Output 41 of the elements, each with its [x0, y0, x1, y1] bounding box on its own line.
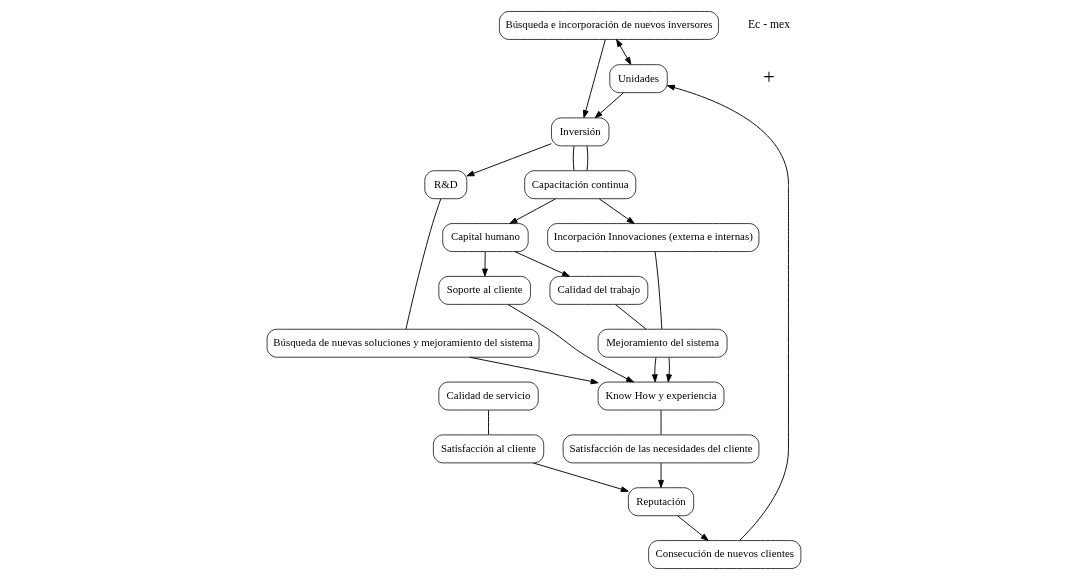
node-box: Know How y experiencia [597, 381, 724, 411]
node-box: Satisfacción al cliente [432, 434, 544, 464]
arrow [582, 39, 606, 119]
node-box: Mejoramiento del sistema [597, 328, 727, 358]
arrow [465, 143, 552, 177]
node-box: Calidad de servicio [437, 381, 539, 411]
node-box: Búsqueda e incorporación de nuevos inversores [498, 11, 719, 40]
label: + [762, 65, 775, 88]
node-box: Incorpación Innovaciones (externa e internas) [546, 223, 759, 252]
arrow [666, 84, 789, 542]
arrow [532, 462, 629, 493]
node-box: R&D [423, 170, 467, 200]
arrow [651, 357, 658, 383]
arrow [657, 462, 664, 488]
node-box: Consecución de nuevos clientes [647, 540, 801, 569]
arrow [594, 92, 624, 119]
node-box: Reputación [627, 487, 694, 517]
connector [614, 304, 646, 330]
connector [586, 145, 588, 171]
label: Ec - mex [747, 18, 790, 32]
connector [405, 198, 441, 330]
arrow [676, 515, 709, 541]
arrow [598, 198, 635, 224]
node-box: Satisfacción de las necesidades del cliente [562, 434, 759, 464]
node-box: Capacitación continua [523, 170, 636, 200]
arrow [665, 357, 672, 383]
arrow [615, 39, 631, 65]
node-box: Inversión [550, 117, 609, 147]
arrow [481, 251, 488, 277]
connector [654, 251, 662, 330]
connector [572, 145, 574, 171]
arrow [509, 198, 556, 224]
node-box: Unidades [608, 64, 668, 94]
node-box: Capital humano [441, 223, 529, 252]
arrow [514, 251, 570, 277]
arrow [506, 304, 634, 383]
arrow [468, 356, 599, 385]
node-box: Soporte al cliente [437, 276, 531, 305]
node-box: Calidad del trabajo [549, 276, 648, 305]
connector [487, 409, 489, 436]
node-box: Búsqueda de nuevas soluciones y mejoramiento del sistema [266, 328, 539, 358]
